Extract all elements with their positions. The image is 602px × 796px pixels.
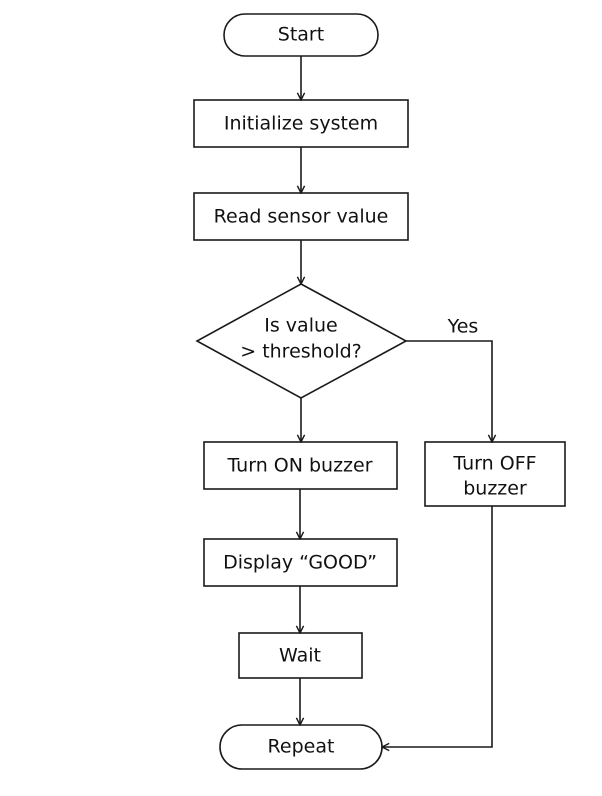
wait-node: Wait bbox=[238, 632, 363, 679]
turn-off-buzzer-label-line2: buzzer bbox=[463, 478, 527, 500]
display-good-node: Display “GOOD” bbox=[203, 538, 398, 587]
arrow-turn-off-to-repeat bbox=[382, 506, 493, 747]
start-label: Start bbox=[278, 24, 324, 46]
wait-label: Wait bbox=[279, 645, 321, 667]
initialize-system-label: Initialize system bbox=[224, 113, 378, 135]
turn-off-buzzer-node: Turn OFF buzzer bbox=[424, 441, 566, 507]
threshold-decision-node: Is value > threshold? bbox=[195, 283, 408, 399]
repeat-node: Repeat bbox=[219, 724, 383, 770]
turn-off-buzzer-label-line1: Turn OFF bbox=[452, 453, 536, 475]
repeat-label: Repeat bbox=[268, 736, 335, 758]
turn-on-buzzer-node: Turn ON buzzer bbox=[203, 441, 398, 490]
decision-label-line2: > threshold? bbox=[240, 341, 362, 363]
turn-on-buzzer-label: Turn ON buzzer bbox=[226, 455, 372, 477]
read-sensor-node: Read sensor value bbox=[193, 192, 409, 241]
display-good-label: Display “GOOD” bbox=[223, 552, 377, 574]
yes-branch-label: Yes bbox=[447, 316, 479, 338]
decision-label-line1: Is value bbox=[264, 315, 337, 337]
arrow-decision-yes-to-turn-off bbox=[406, 340, 492, 442]
initialize-system-node: Initialize system bbox=[193, 99, 409, 148]
read-sensor-label: Read sensor value bbox=[214, 206, 389, 228]
start-node: Start bbox=[223, 13, 379, 57]
